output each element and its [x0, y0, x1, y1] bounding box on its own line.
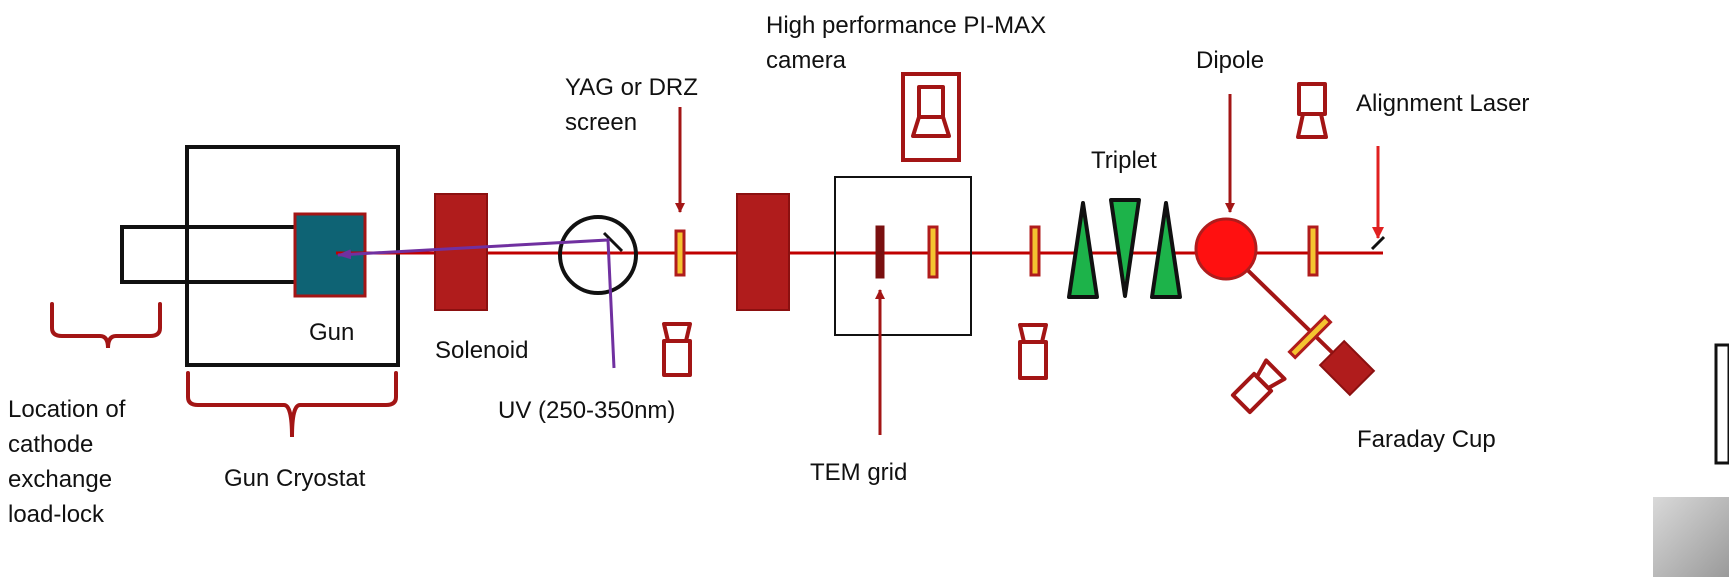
yag-label-line2: screen: [565, 109, 637, 136]
solenoid-label: Solenoid: [435, 337, 528, 364]
triplet-quad-1: [1069, 203, 1097, 297]
load-lock-chamber: [122, 227, 302, 282]
edge-fragment: [1716, 345, 1729, 463]
faraday-cup-label: Faraday Cup: [1357, 426, 1496, 453]
screen-on-branch: [1289, 316, 1330, 357]
alignment-laser-label: Alignment Laser: [1356, 90, 1529, 117]
tem-chamber: [835, 177, 971, 335]
dipole-magnet: [1196, 219, 1256, 279]
camera-icon-alignment: [1298, 84, 1326, 137]
second-solenoid-magnet: [737, 194, 789, 310]
screen-in-chamber: [929, 227, 937, 277]
screen-after-dipole: [1309, 227, 1317, 275]
location-label-line4: load-lock: [8, 501, 105, 528]
solenoid-magnet: [435, 194, 487, 310]
triplet-label: Triplet: [1091, 147, 1157, 174]
camera-icon-branch: [1232, 360, 1284, 412]
camera-icon-yag: [664, 324, 690, 375]
gun-cryostat-label: Gun Cryostat: [224, 465, 366, 492]
uv-injection-chamber: [560, 217, 636, 293]
load-lock-brace: [52, 304, 160, 348]
pi-max-camera-icon: [913, 87, 949, 136]
gun-cryostat-brace: [188, 373, 396, 437]
yag-screen: [676, 231, 684, 275]
location-label-line2: cathode: [8, 431, 93, 458]
triplet-quad-2: [1111, 200, 1139, 296]
tem-grid-holder: [876, 226, 884, 278]
camera-label-line1: High performance PI-MAX: [766, 12, 1046, 39]
dipole-label: Dipole: [1196, 47, 1264, 74]
gun-label: Gun: [309, 319, 354, 346]
camera-label-line2: camera: [766, 47, 847, 74]
yag-label-line1: YAG or DRZ: [565, 74, 698, 101]
tem-grid-label: TEM grid: [810, 459, 907, 486]
screen-before-triplet: [1031, 227, 1039, 275]
location-label-line1: Location of: [8, 396, 126, 423]
corner-image-fragment: [1653, 497, 1729, 577]
camera-icon-triplet: [1020, 325, 1046, 378]
alignment-mirror: [1372, 237, 1384, 249]
triplet-quad-3: [1152, 203, 1180, 297]
location-label-line3: exchange: [8, 466, 112, 493]
uv-label: UV (250-350nm): [498, 397, 675, 424]
